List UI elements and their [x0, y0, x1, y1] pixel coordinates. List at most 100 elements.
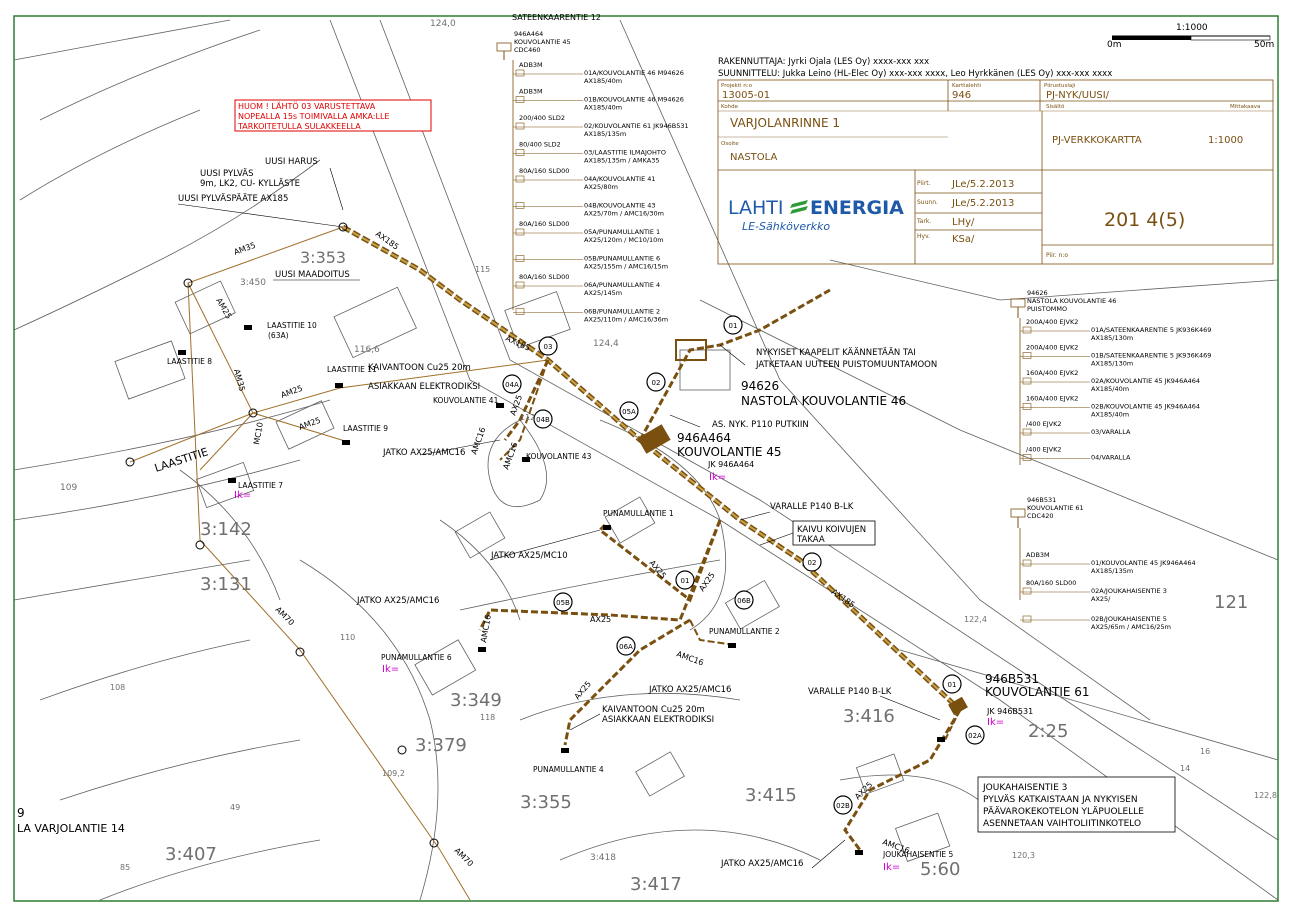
map-labels: SATEENKAARENTIE 12 UUSI HARUS UUSI PYLVÄ… — [17, 13, 1090, 869]
marker-circle — [619, 401, 639, 421]
piirustuslaji-label: Piirustuslaji — [1044, 83, 1076, 89]
box-icon — [178, 350, 186, 355]
parcel-number: 5:60 — [920, 859, 960, 880]
cable-type-label: AX185 — [830, 587, 857, 609]
label-st45-name: KOUVOLANTIE 45 — [677, 445, 782, 459]
label-kaivantoon1-a: KAIVANTOON Cu25 20m — [368, 363, 471, 373]
piirt-value: JLe/5.2.2013 — [951, 179, 1014, 190]
feeder-label: 06B/PUNAMULLANTIE 2 — [584, 308, 660, 316]
karttalehti-value: 946 — [952, 90, 971, 101]
feeder-cable: AX25/80m — [584, 183, 618, 191]
marker-label: 01 — [729, 322, 738, 330]
parcel-number: 124,4 — [593, 339, 619, 349]
fuse-label: 80A/160 SLD00 — [519, 167, 569, 175]
marker-circle — [833, 795, 853, 815]
cable-type-label: AM70 — [453, 846, 475, 868]
parcel-number: 3:450 — [240, 278, 266, 288]
parcel-number: 109 — [60, 483, 77, 493]
marker-label: 02A — [968, 732, 982, 740]
st61-h1: 946B531 — [1027, 496, 1056, 504]
feeder-cable: AX185/40m — [1091, 385, 1129, 393]
marker-circle — [616, 636, 636, 656]
st45-h1: 946A464 — [514, 30, 543, 38]
label-punamullantie-2: PUNAMULLANTIE 2 — [709, 627, 780, 636]
cable-type-label: AMC16 — [469, 426, 487, 456]
cable-type-label: AM25 — [280, 384, 304, 400]
rakennuttaja: RAKENNUTTAJA: Jyrki Ojala (LES Oy) xxxx-… — [718, 57, 929, 67]
feeder-cable: AX185/130m — [1091, 334, 1133, 342]
warning-line-2: NOPEALLA 15s TOIMIVALLA AMKA:LLE — [238, 112, 389, 121]
sheet-number: 201 4(5) — [1104, 209, 1185, 231]
box-icon — [342, 440, 350, 445]
note-line-4: ASENNETAAN VAIHTOLIITINKOTELO — [983, 819, 1141, 829]
label-pylvas-spec: 9m, LK2, CU- KYLLÄSTE — [200, 178, 300, 189]
marker-circle — [802, 552, 822, 572]
box-icon — [603, 525, 611, 530]
marker-label: 05A — [622, 408, 636, 416]
marker-label: 04B — [536, 416, 550, 424]
box-icon — [478, 647, 486, 652]
st46-h1: 94626 — [1027, 289, 1048, 297]
parcel-number: 118 — [480, 713, 495, 722]
scale-right: 50m — [1254, 40, 1274, 50]
feeder-label: 04B/KOUVOLANTIE 43 — [584, 202, 656, 210]
title-block-text: RAKENNUTTAJA: Jyrki Ojala (LES Oy) xxxx-… — [718, 57, 1260, 259]
box-icon — [522, 457, 530, 462]
parcel-number: 3:349 — [450, 690, 502, 711]
projekti-label: Projekti n:o — [721, 83, 753, 89]
parcel-number: 124,0 — [430, 19, 456, 29]
ik-label: Ik= — [883, 862, 900, 873]
feeder-label: 01B/SATEENKAARENTIE 5 JK936K469 — [1091, 352, 1211, 360]
piirt-label: Piirt. — [917, 180, 931, 187]
drawing-frame — [13, 15, 1279, 902]
parcel-number: 122,4 — [964, 615, 987, 624]
ik-label: Ik= — [382, 664, 399, 675]
joukahaisentie-note: JOUKAHAISENTIE 3 PYLVÄS KATKAISTAAN JA N… — [977, 776, 1176, 833]
feeder-cable: AX185/130m — [1091, 360, 1133, 368]
parcel-number: 3:418 — [590, 853, 616, 863]
feeder-label: 02A/JOUKAHAISENTIE 3 — [1091, 587, 1167, 595]
parcel-number: 2:25 — [1028, 721, 1068, 742]
parcel-number: 108 — [110, 683, 125, 692]
feeder-cable: AX25/120m / MC10/10m — [584, 236, 664, 244]
fuse-label: 80A/160 SLD00 — [1026, 579, 1076, 587]
box-icon — [937, 737, 945, 742]
label-kouvolantie-41: KOUVOLANTIE 41 — [433, 396, 499, 405]
marker-label: 05B — [556, 599, 570, 607]
feeder-cable: AX25/145m — [584, 289, 622, 297]
fuse-label: 200A/400 EJVK2 — [1026, 344, 1078, 352]
fuse-label: 80A/160 SLD00 — [519, 273, 569, 281]
parcel-number: 3:417 — [630, 874, 682, 895]
feeder-cable: AX185/40m — [584, 104, 622, 112]
label-nykyiset-b: JATKETAAN UUTEEN PUISTOMUUNTAMOON — [755, 360, 937, 370]
osoite-label: Osoite — [721, 141, 739, 147]
feeder-cable: AX185/135m — [584, 130, 626, 138]
label-jk45: JK 946A464 — [707, 460, 754, 469]
suunnittelu: SUUNNITTELU: Jukka Leino (HL-Elec Oy) xx… — [718, 69, 1112, 79]
feeder-cable: AX25/110m / AMC16/36m — [584, 316, 668, 324]
marker-label: 04A — [505, 381, 519, 389]
label-jatko-2: JATKO AX25/MC10 — [490, 551, 568, 561]
label-as-nyk: AS. NYK. P110 PUTKIIN — [712, 420, 809, 430]
parcel-number: 121 — [1214, 592, 1248, 613]
poles — [125, 222, 439, 848]
hyv-label: Hyv. — [917, 233, 930, 240]
feeder-label: 05B/PUNAMULLANTIE 6 — [584, 255, 660, 263]
sisalto-value: PJ-VERKKOKARTTA — [1052, 135, 1142, 146]
label-kaivu-b: TAKAA — [796, 535, 825, 545]
label-uusi-pylvaspaate: UUSI PYLVÄSPÄÄTE AX185 — [178, 193, 288, 204]
ik-label: Ik= — [234, 490, 251, 501]
ik-labels: Ik= Ik= Ik= Ik= Ik= — [234, 472, 1004, 873]
fuse-label: ADB3M — [519, 88, 543, 96]
box-icon — [335, 383, 343, 388]
warning-line-1: HUOM ! LÄHTÖ 03 VARUSTETTAVA — [238, 101, 376, 111]
parcel-number: 3:416 — [843, 706, 895, 727]
box-icon — [496, 403, 504, 408]
label-uusi-pylvas: UUSI PYLVÄS — [200, 168, 253, 179]
ik-label: Ik= — [709, 472, 726, 483]
feeder-label: 02/KOUVOLANTIE 61 JK946B531 — [584, 122, 689, 130]
station-45-schematic: 946A464 KOUVOLANTIE 45 CDC460 ADB3M01A/K… — [496, 30, 689, 324]
fuse-label: 200A/400 EJVK2 — [1026, 318, 1078, 326]
feeder-label: 01B/KOUVOLANTIE 46 M94626 — [584, 96, 684, 104]
